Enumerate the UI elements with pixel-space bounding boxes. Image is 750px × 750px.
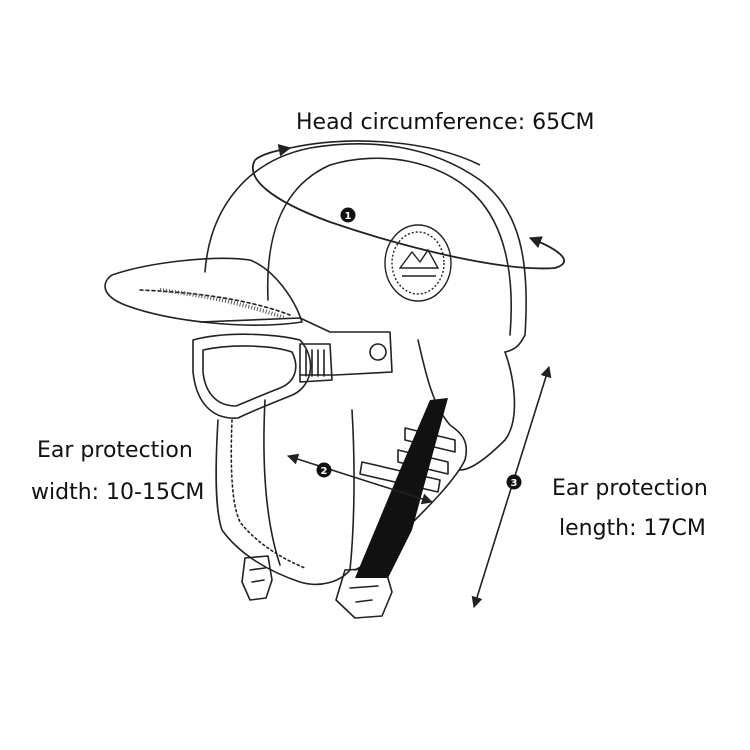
goggle-lens — [192, 333, 312, 419]
head-circumference-arrow — [252, 159, 565, 270]
ear-flap-left-seam — [230, 419, 306, 569]
svg-text:3: 3 — [511, 478, 518, 489]
svg-text:1: 1 — [345, 211, 352, 222]
crown-seam — [266, 157, 513, 336]
head-circumference-label: Head circumference: 65CM — [296, 110, 595, 135]
ear-width-label-line1: Ear protection — [37, 438, 193, 463]
ear-width-label-line2: width: 10-15CM — [31, 480, 205, 505]
visor-texture — [159, 288, 286, 320]
marker-1: 1 — [340, 207, 356, 223]
ear-length-label-line1: Ear protection — [552, 476, 708, 501]
head-circumference-arrow-start — [254, 144, 292, 161]
marker-3: 3 — [506, 474, 522, 490]
goggle-inner — [202, 345, 297, 407]
ear-width-arrow — [286, 453, 434, 505]
ear-flap-right-outer — [459, 351, 516, 471]
goggle-strap — [199, 317, 393, 376]
buckle-left — [241, 555, 273, 601]
strap-rivet — [369, 343, 387, 361]
ear-length-label-line2: length: 17CM — [559, 516, 706, 541]
ear-flap-left-inner — [263, 399, 281, 566]
chin-strap — [355, 398, 448, 578]
visor-brim — [104, 257, 303, 326]
goggle-vent — [299, 343, 333, 383]
svg-text:2: 2 — [321, 466, 328, 477]
head-circumference-back — [289, 140, 481, 166]
hat-crown — [204, 143, 527, 353]
visor-edge — [139, 289, 291, 316]
hat-emblem — [384, 224, 452, 302]
marker-2: 2 — [316, 462, 332, 478]
